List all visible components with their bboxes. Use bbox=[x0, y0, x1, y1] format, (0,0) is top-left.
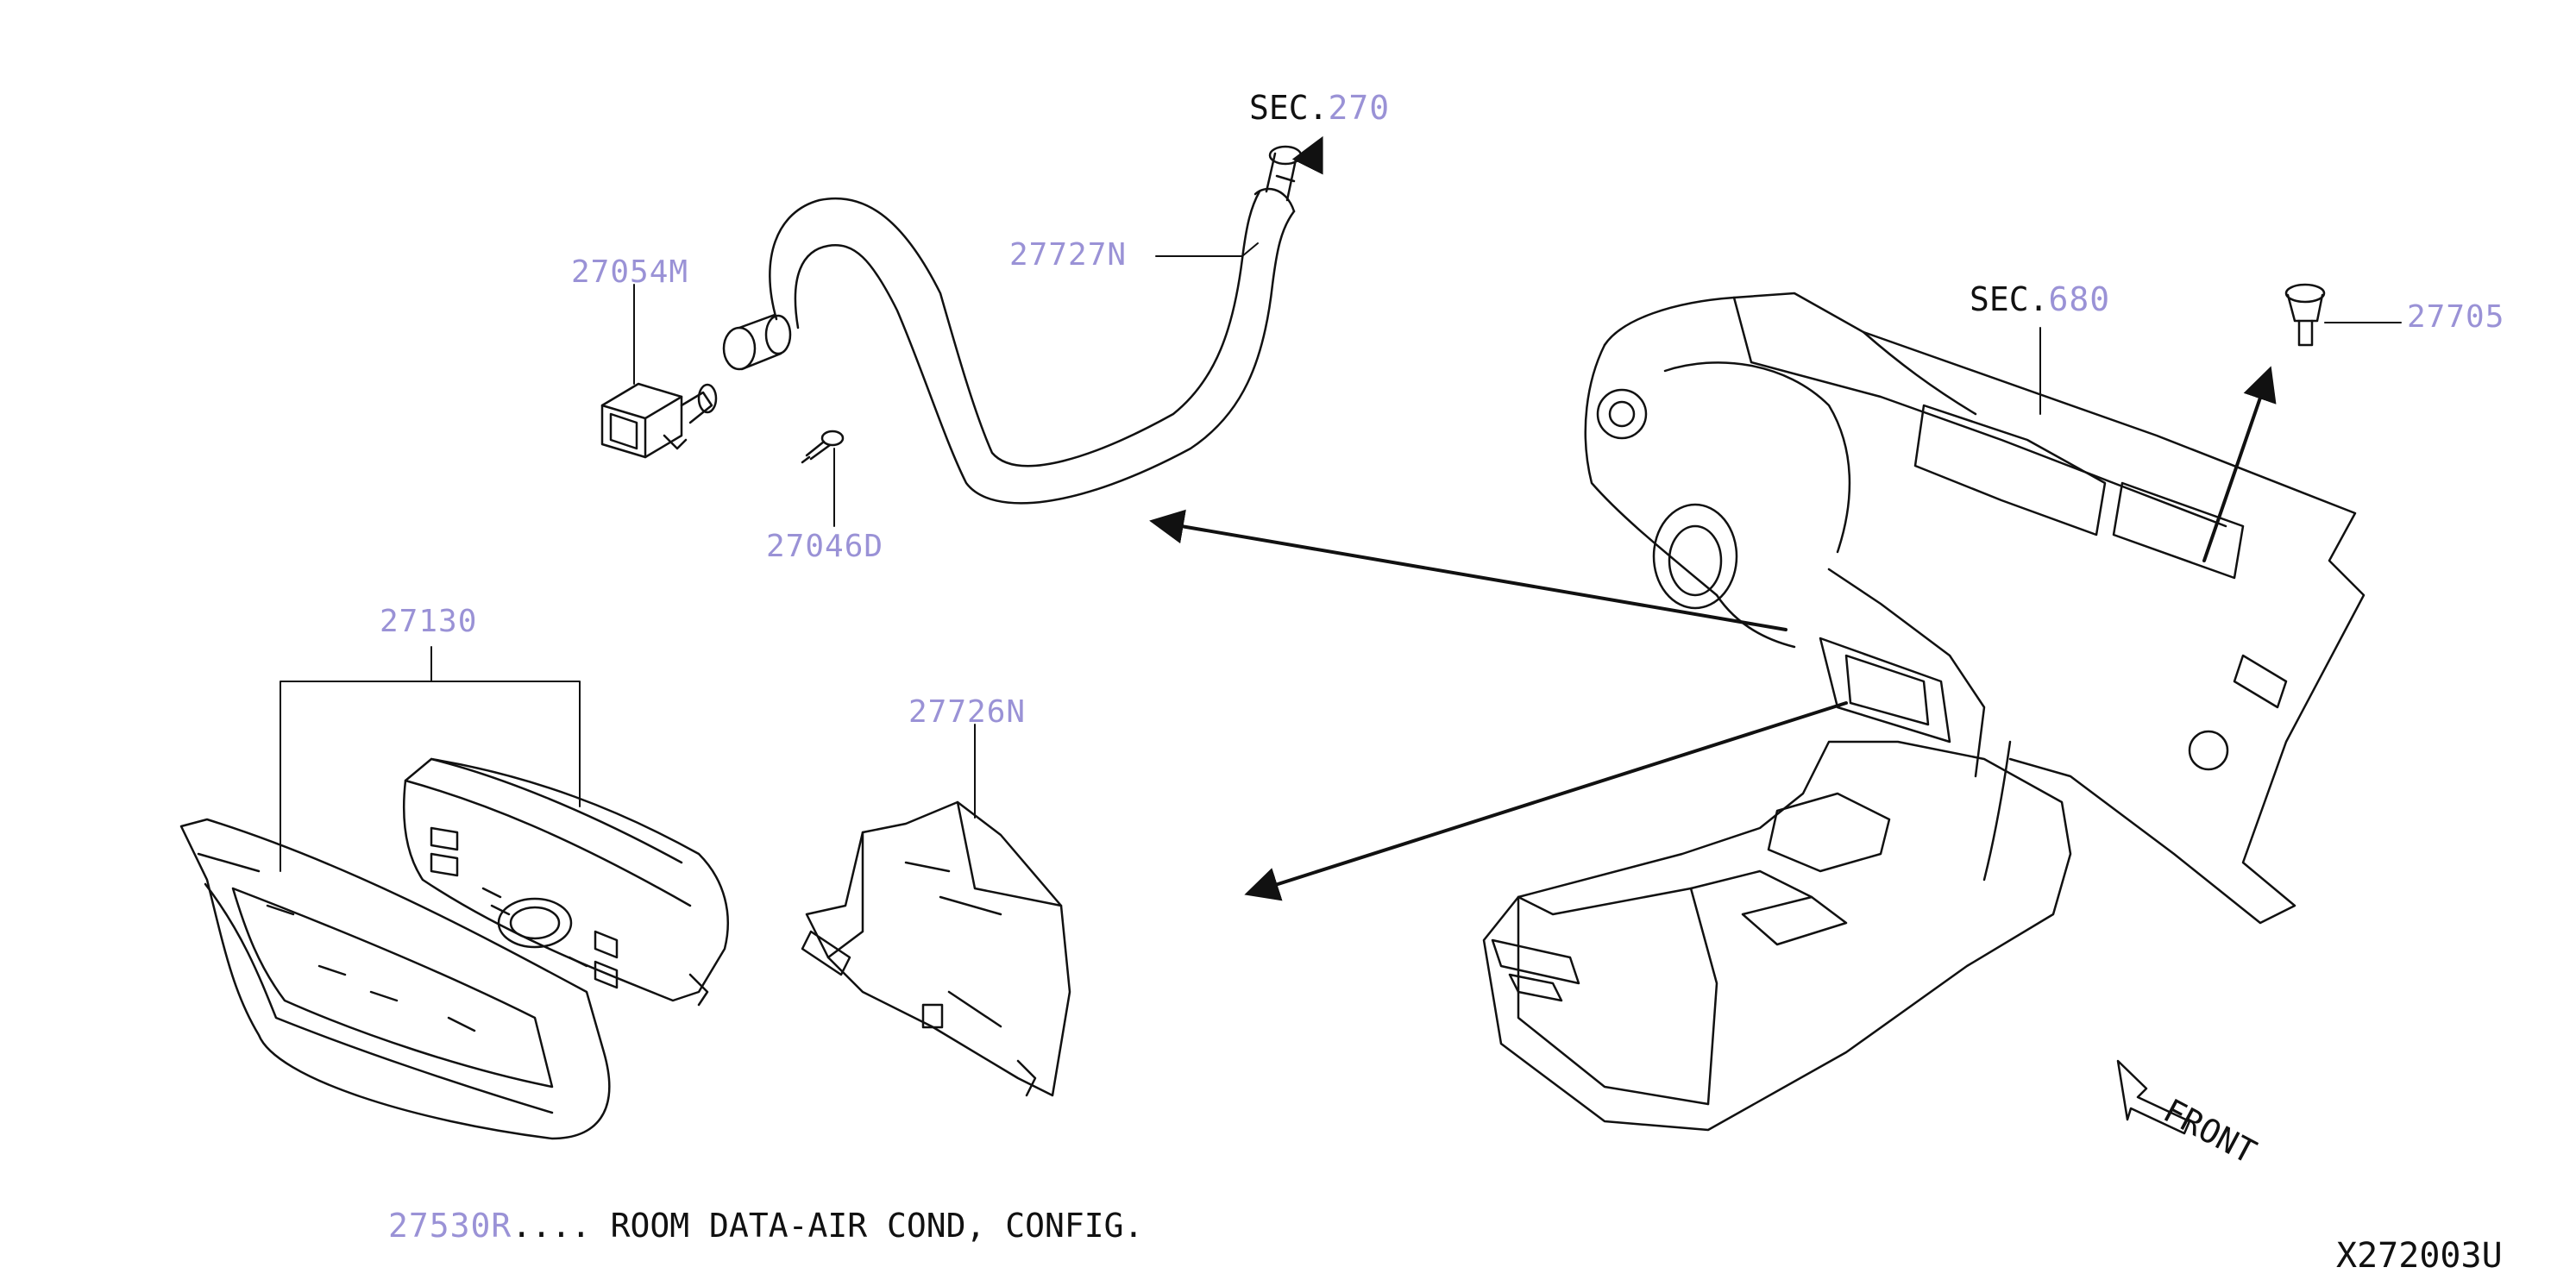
sensor-27054m bbox=[600, 382, 718, 459]
callout-arrows bbox=[1149, 135, 2277, 901]
center-console bbox=[1482, 740, 2072, 1132]
part-27130-label: 27130 bbox=[380, 604, 478, 639]
sec-270-prefix: SEC. bbox=[1249, 89, 1329, 127]
part-27054m-label: 27054M bbox=[571, 254, 689, 290]
sec-270-number: 270 bbox=[1328, 89, 1391, 127]
sec-680-prefix: SEC. bbox=[1970, 280, 2049, 318]
part-27705-label: 27705 bbox=[2407, 299, 2505, 335]
duct-hose-27727n bbox=[722, 145, 1303, 505]
screw-27046d bbox=[801, 430, 845, 464]
sec-680-label: SEC.680 bbox=[1970, 283, 2110, 316]
bracket-27726n bbox=[801, 800, 1071, 1097]
dashboard-assembly bbox=[1584, 292, 2366, 925]
note-line: 27530R.... ROOM DATA-AIR COND, CONFIG. bbox=[388, 1209, 1143, 1242]
bezel-panel bbox=[179, 818, 611, 1140]
part-27726n-label: 27726N bbox=[908, 694, 1027, 730]
sec-680-number: 680 bbox=[2048, 280, 2111, 318]
part-27727n-label: 27727N bbox=[1009, 237, 1128, 273]
sec-270-label: SEC.270 bbox=[1249, 91, 1390, 124]
front-arrow-icon bbox=[2116, 1059, 2191, 1135]
drawing-code: X272003U bbox=[2336, 1236, 2503, 1276]
leader-lines bbox=[280, 242, 2402, 872]
part-27530r-label: 27530R bbox=[388, 1207, 512, 1245]
clip-27705 bbox=[2284, 283, 2326, 347]
ac-control-unit bbox=[402, 757, 729, 1007]
part-27046d-label: 27046D bbox=[766, 529, 884, 564]
note-text: .... ROOM DATA-AIR COND, CONFIG. bbox=[512, 1207, 1144, 1245]
